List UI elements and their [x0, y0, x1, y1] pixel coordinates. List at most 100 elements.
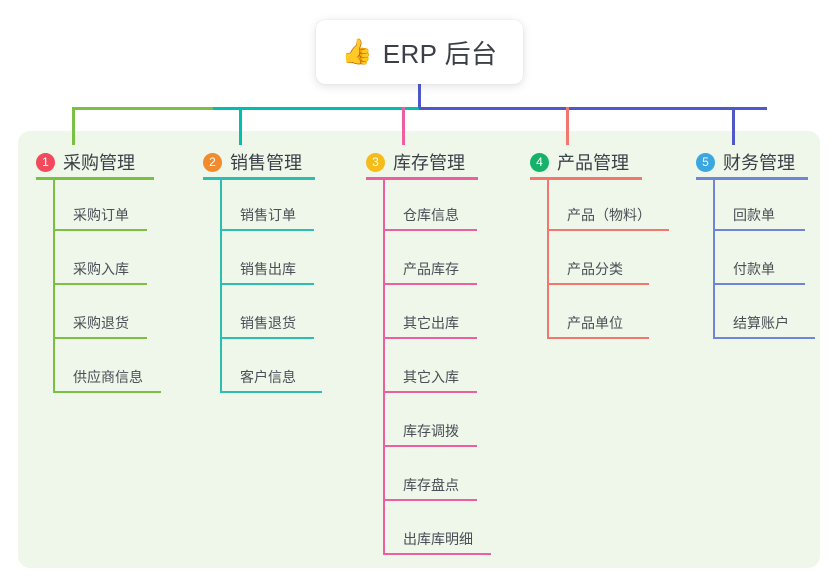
drop-connector-4 — [566, 107, 569, 145]
list-item-underline — [383, 553, 491, 555]
list-item-label: 供应商信息 — [73, 369, 143, 385]
column-badge-1: 1 — [36, 152, 55, 172]
list-item-underline — [547, 337, 649, 339]
column-underline-4 — [530, 177, 642, 180]
list-item[interactable]: 库存调拨 — [383, 393, 477, 447]
list-item-underline — [547, 229, 669, 231]
list-item-underline — [713, 337, 815, 339]
bus-indigo — [419, 107, 767, 110]
column-title-1: 采购管理 — [63, 153, 135, 173]
list-item-label: 销售退货 — [240, 315, 296, 331]
list-item[interactable]: 付款单 — [713, 231, 805, 285]
list-item-label: 回款单 — [733, 207, 775, 223]
list-item-underline — [383, 337, 477, 339]
column-title-5: 财务管理 — [723, 153, 795, 173]
root-node-card[interactable]: 👍 ERP 后台 — [316, 20, 523, 84]
list-item-label: 其它出库 — [403, 315, 459, 331]
list-item[interactable]: 客户信息 — [220, 339, 322, 393]
list-item[interactable]: 结算账户 — [713, 285, 815, 339]
list-item[interactable]: 产品库存 — [383, 231, 477, 285]
list-item[interactable]: 采购退货 — [53, 285, 147, 339]
list-item-underline — [713, 283, 805, 285]
column-badge-3: 3 — [366, 152, 385, 172]
column-header-2[interactable]: 2 销售管理 — [203, 149, 302, 175]
list-item-underline — [53, 283, 147, 285]
list-item-label: 付款单 — [733, 261, 775, 277]
list-item[interactable]: 销售出库 — [220, 231, 314, 285]
drop-connector-5 — [732, 107, 735, 145]
list-item-label: 采购退货 — [73, 315, 129, 331]
list-item-label: 产品（物料） — [567, 207, 651, 223]
column-header-5[interactable]: 5 财务管理 — [696, 149, 795, 175]
list-item[interactable]: 采购订单 — [53, 177, 147, 231]
column-header-3[interactable]: 3 库存管理 — [366, 149, 465, 175]
column-spine-2 — [220, 177, 222, 393]
list-item-underline — [220, 391, 322, 393]
list-item-underline — [547, 283, 649, 285]
drop-connector-2 — [239, 107, 242, 145]
column-underline-5 — [696, 177, 808, 180]
column-title-3: 库存管理 — [393, 153, 465, 173]
list-item-underline — [713, 229, 805, 231]
thumbs-up-icon: 👍 — [341, 37, 373, 66]
list-item-underline — [383, 229, 477, 231]
list-item-label: 其它入库 — [403, 369, 459, 385]
list-item-label: 结算账户 — [733, 315, 789, 331]
column-badge-2: 2 — [203, 152, 222, 172]
list-item[interactable]: 产品单位 — [547, 285, 649, 339]
list-item-underline — [220, 337, 314, 339]
list-item[interactable]: 采购入库 — [53, 231, 147, 285]
list-item[interactable]: 产品分类 — [547, 231, 649, 285]
column-underline-1 — [36, 177, 154, 180]
list-item-label: 库存盘点 — [403, 477, 459, 493]
list-item[interactable]: 其它入库 — [383, 339, 477, 393]
list-item-underline — [383, 391, 477, 393]
bus-green — [72, 107, 213, 110]
drop-connector-1 — [72, 107, 75, 145]
column-badge-5: 5 — [696, 152, 715, 172]
list-item-underline — [53, 229, 147, 231]
list-item-underline — [383, 283, 477, 285]
column-spine-1 — [53, 177, 55, 393]
diagram-panel — [18, 131, 820, 568]
column-header-1[interactable]: 1 采购管理 — [36, 149, 135, 175]
list-item-label: 采购订单 — [73, 207, 129, 223]
column-spine-3 — [383, 177, 385, 555]
list-item[interactable]: 销售订单 — [220, 177, 314, 231]
list-item-label: 采购入库 — [73, 261, 129, 277]
list-item-underline — [383, 499, 477, 501]
list-item-label: 出库库明细 — [403, 531, 473, 547]
column-badge-4: 4 — [530, 152, 549, 172]
list-item[interactable]: 回款单 — [713, 177, 805, 231]
list-item[interactable]: 其它出库 — [383, 285, 477, 339]
bus-teal — [213, 107, 419, 110]
list-item[interactable]: 产品（物料） — [547, 177, 669, 231]
column-header-4[interactable]: 4 产品管理 — [530, 149, 629, 175]
list-item[interactable]: 库存盘点 — [383, 447, 477, 501]
list-item-underline — [383, 445, 477, 447]
root-node-title: ERP 后台 — [382, 38, 498, 69]
list-item-underline — [53, 337, 147, 339]
list-item-label: 产品单位 — [567, 315, 623, 331]
root-stem-connector — [418, 84, 421, 108]
list-item-label: 产品库存 — [403, 261, 459, 277]
list-item[interactable]: 供应商信息 — [53, 339, 161, 393]
column-spine-5 — [713, 177, 715, 339]
list-item-underline — [53, 391, 161, 393]
list-item[interactable]: 销售退货 — [220, 285, 314, 339]
column-underline-2 — [203, 177, 315, 180]
column-title-4: 产品管理 — [557, 153, 629, 173]
column-underline-3 — [366, 177, 478, 180]
list-item-label: 销售订单 — [240, 207, 296, 223]
column-title-2: 销售管理 — [230, 153, 302, 173]
list-item-underline — [220, 229, 314, 231]
list-item[interactable]: 出库库明细 — [383, 501, 491, 555]
list-item-label: 仓库信息 — [403, 207, 459, 223]
list-item-underline — [220, 283, 314, 285]
list-item[interactable]: 仓库信息 — [383, 177, 477, 231]
list-item-label: 库存调拨 — [403, 423, 459, 439]
column-spine-4 — [547, 177, 549, 339]
list-item-label: 销售出库 — [240, 261, 296, 277]
drop-connector-3 — [402, 107, 405, 145]
list-item-label: 客户信息 — [240, 369, 296, 385]
